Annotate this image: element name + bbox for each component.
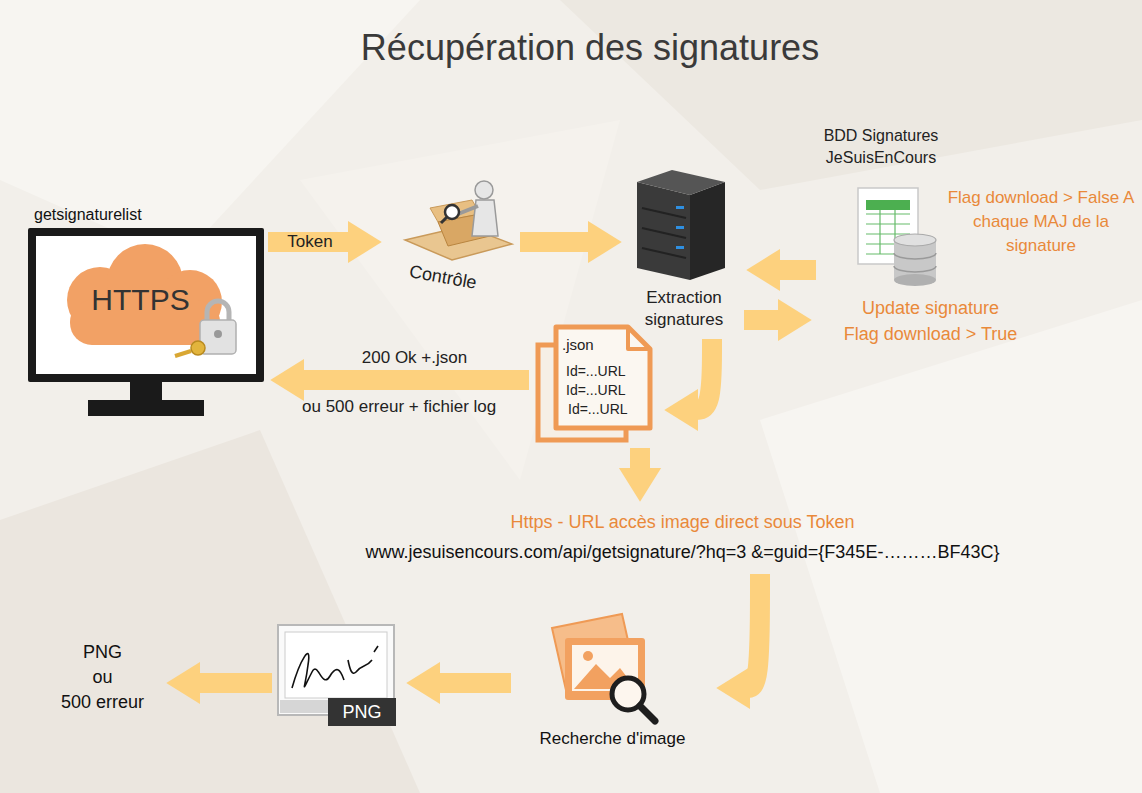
cylinder-band xyxy=(894,253,936,272)
cloud-label: HTTPS xyxy=(68,283,213,317)
person-arm xyxy=(458,206,478,214)
step-label: Extraction signatures xyxy=(628,287,740,331)
cylinder-top xyxy=(894,234,936,246)
server-icon xyxy=(637,170,725,280)
monitor-base xyxy=(88,400,204,416)
step-label: Contrôle xyxy=(397,258,489,295)
edge-label: 200 Ok +.json xyxy=(362,348,467,368)
photo-sun xyxy=(583,651,593,661)
flow-arrow xyxy=(746,574,760,688)
flow-arrow xyxy=(436,673,511,693)
key-shaft xyxy=(175,351,191,356)
json-file-icon xyxy=(538,327,650,440)
server-top xyxy=(637,170,725,195)
format-label: PNG xyxy=(328,698,396,726)
page-fold xyxy=(628,327,650,349)
note-line: Update signature xyxy=(818,296,1043,320)
server: Extraction signatures xyxy=(628,170,740,335)
flow-arrow xyxy=(694,339,712,410)
server-slot xyxy=(642,208,686,218)
format-tag xyxy=(328,698,396,726)
file-entry: Id=...URL xyxy=(566,362,642,380)
flow-arrow xyxy=(776,260,816,280)
node-heading: getsignaturelist xyxy=(34,205,234,225)
server-slot xyxy=(642,228,686,238)
result-line: 500 erreur xyxy=(45,690,160,715)
image-search-icon xyxy=(552,614,655,721)
monitor-icon xyxy=(28,228,264,416)
file-entry: Id=...URL xyxy=(568,400,644,418)
png-file: PNG xyxy=(276,622,400,730)
database-icon xyxy=(858,188,936,286)
key-head xyxy=(191,341,205,355)
server-led xyxy=(676,246,684,249)
server-slot xyxy=(642,248,686,258)
flow-arrow xyxy=(268,232,352,252)
front-page xyxy=(556,327,650,428)
cylinder-base xyxy=(894,274,936,286)
png-file-icon xyxy=(278,625,396,726)
step-label: Recherche d'image xyxy=(515,728,710,750)
flow-arrow xyxy=(196,673,272,693)
json-file: .jsonId=...URLId=...URLId=...URL xyxy=(533,322,658,444)
result-line: PNG xyxy=(45,640,160,665)
note-heading: Https - URL accès image direct sous Toke… xyxy=(300,510,1065,534)
url-note: Https - URL accès image direct sous Toke… xyxy=(300,508,1065,570)
note-line: Flag download > True xyxy=(818,322,1043,346)
lock-keyhole xyxy=(214,330,222,338)
file-entry: Id=...URL xyxy=(566,381,642,399)
server-led xyxy=(676,226,684,229)
client-monitor: getsignaturelistHTTPS xyxy=(28,203,264,418)
flow-arrow xyxy=(520,232,592,252)
store-label: BDD Signatures JeSuisEnCours xyxy=(820,125,942,169)
result-line: ou xyxy=(45,665,160,690)
server-side xyxy=(637,182,690,280)
control-icon xyxy=(405,181,512,260)
url-text: www.jesuisencours.com/api/getsignature/?… xyxy=(300,540,1065,564)
magnifier-handle xyxy=(640,706,655,721)
sheet-header xyxy=(866,200,910,210)
flow-arrow xyxy=(630,448,650,472)
monitor-frame xyxy=(28,228,264,382)
update-note: Update signatureFlag download > True xyxy=(818,296,1043,348)
image-search: Recherche d'image xyxy=(515,615,710,755)
magnifier xyxy=(445,205,459,219)
magnifier-handle xyxy=(441,217,447,223)
flow-arrow xyxy=(744,310,782,330)
lock-shackle xyxy=(207,301,229,322)
server-front xyxy=(690,182,725,280)
ground-facet xyxy=(0,430,420,793)
signature-stroke xyxy=(292,646,378,688)
edge-label: Token xyxy=(284,232,335,252)
database: BDD Signatures JeSuisEnCours xyxy=(820,122,942,287)
note-text: Flag download > False A chaque MAJ de la… xyxy=(946,186,1136,258)
file-extension: .json xyxy=(562,336,622,354)
status-note: ou 500 erreur + fichier log xyxy=(302,397,527,417)
image-area xyxy=(285,632,387,698)
output-note: PNGou500 erreur xyxy=(45,640,160,718)
diagram-title: Récupération des signatures xyxy=(190,26,990,70)
control-step: Contrôle xyxy=(388,178,516,304)
person-head xyxy=(475,181,493,199)
flow-arrow xyxy=(300,370,529,390)
monitor-neck xyxy=(130,382,162,401)
monitor-screen xyxy=(36,236,256,374)
server-led xyxy=(676,206,684,209)
